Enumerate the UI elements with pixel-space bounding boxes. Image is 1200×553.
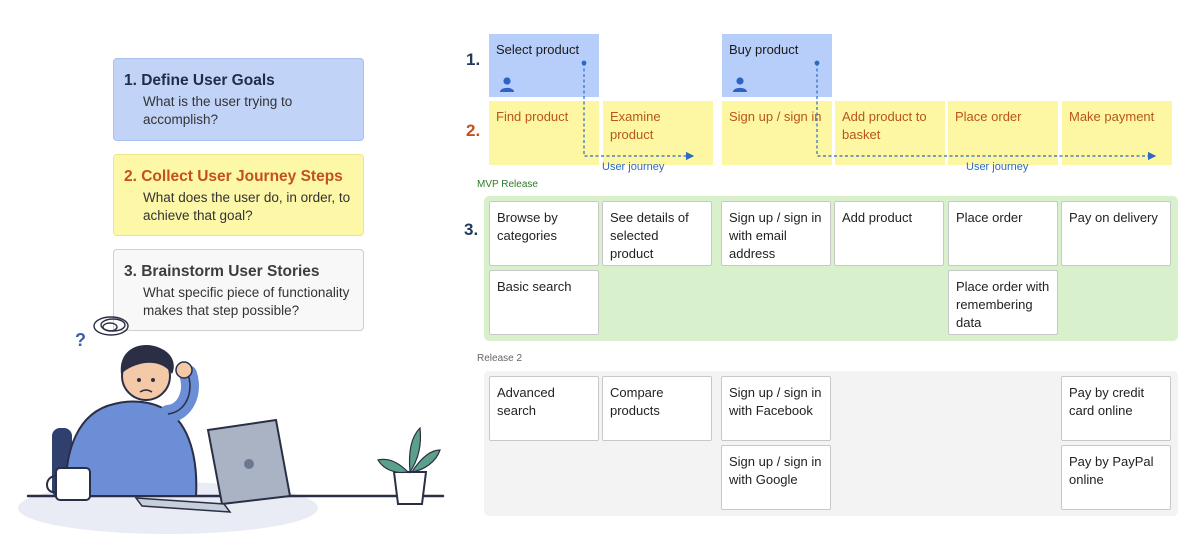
person-hair (120, 345, 174, 374)
story-card: Add product (834, 201, 944, 266)
activity-label: Select product (496, 42, 580, 57)
step-title: 2. Collect User Journey Steps (124, 168, 343, 185)
laptop-logo-icon (244, 459, 254, 469)
person-mouth (139, 389, 153, 393)
step-title: 3. Brainstorm User Stories (124, 263, 320, 280)
person-hoodie (64, 400, 198, 497)
question-mark-icon: ? (75, 330, 86, 350)
step-title: 1. Define User Goals (124, 72, 275, 89)
story-card: Compare products (602, 376, 712, 441)
story-card: Sign up / sign in with email address (721, 201, 831, 266)
coffee-mug (55, 467, 91, 501)
story-card: Pay on delivery (1061, 201, 1171, 266)
row-number-goals: 1. (466, 50, 481, 69)
user-journey-label: User journey (602, 161, 665, 173)
person-eye (137, 378, 141, 382)
row-number-journey: 2. (466, 121, 481, 140)
story-card: Place order (948, 201, 1058, 266)
person-arm (159, 365, 199, 423)
journey-step-card: Add product to basket (835, 101, 945, 165)
story-card: Pay by credit card online (1061, 376, 1171, 441)
story-card: Basic search (489, 270, 599, 335)
journey-step-card: Place order (948, 101, 1058, 165)
step-description: What does the user do, in order, to achi… (143, 190, 351, 223)
story-card: See details of selected product (602, 201, 712, 266)
step-description: What specific piece of functionality mak… (143, 285, 350, 318)
person-arm-outline (167, 373, 191, 415)
story-card: Browse by categories (489, 201, 599, 266)
story-card: Advanced search (489, 376, 599, 441)
story-card: Place order with remembering data (948, 270, 1058, 335)
mug-handle (46, 475, 57, 494)
journey-step-card: Find product (489, 101, 599, 165)
activity-card-buy-product: Buy product (722, 34, 832, 97)
release-2-label: Release 2 (477, 353, 523, 364)
person-hand (175, 361, 193, 379)
plant-pot (392, 471, 428, 505)
story-card: Pay by PayPal online (1061, 445, 1171, 510)
journey-step-card: Make payment (1062, 101, 1172, 165)
step-description: What is the user trying to accomplish? (143, 94, 293, 127)
activity-label: Buy product (729, 42, 799, 57)
step-collect-journey-steps: 2. Collect User Journey Steps What does … (113, 154, 364, 236)
story-card: Sign up / sign in with Facebook (721, 376, 831, 441)
person-eye (151, 378, 155, 382)
confused-user-illustration: ? (18, 316, 445, 534)
user-journey-label: User journey (966, 161, 1029, 173)
activity-card-select-product: Select product (489, 34, 599, 97)
step-brainstorm-user-stories: 3. Brainstorm User Stories What specific… (113, 249, 364, 331)
user-icon (733, 77, 747, 92)
laptop-base (134, 497, 232, 513)
row-number-stories: 3. (464, 220, 479, 239)
mvp-release-label: MVP Release (477, 179, 538, 190)
journey-step-card: Sign up / sign in (722, 101, 832, 165)
thought-scribble-icon (93, 316, 129, 336)
user-icon (500, 77, 514, 92)
plant-leaves-icon (377, 426, 441, 474)
step-define-user-goals: 1. Define User Goals What is the user tr… (113, 58, 364, 141)
story-card: Sign up / sign in with Google (721, 445, 831, 510)
journey-step-card: Examine product (603, 101, 713, 165)
